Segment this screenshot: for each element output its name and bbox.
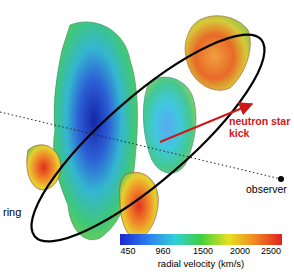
annotation-label: ring [3, 206, 21, 218]
colorbar [120, 234, 282, 245]
annotation-label: observer [246, 184, 287, 196]
ejecta-blob [120, 172, 159, 240]
axis-tick-label: 960 [155, 247, 170, 257]
axis-tick-label: 1500 [193, 247, 213, 257]
axis-title: radial velocity (km/s) [158, 259, 245, 269]
axis-tick-label: 450 [120, 247, 135, 257]
observer-dot [278, 176, 284, 182]
ejecta-blob [27, 145, 61, 190]
annotation-label: neutron star kick [229, 116, 291, 139]
axis-tick-label: 2500 [261, 247, 281, 257]
axis-tick-label: 2000 [230, 247, 250, 257]
